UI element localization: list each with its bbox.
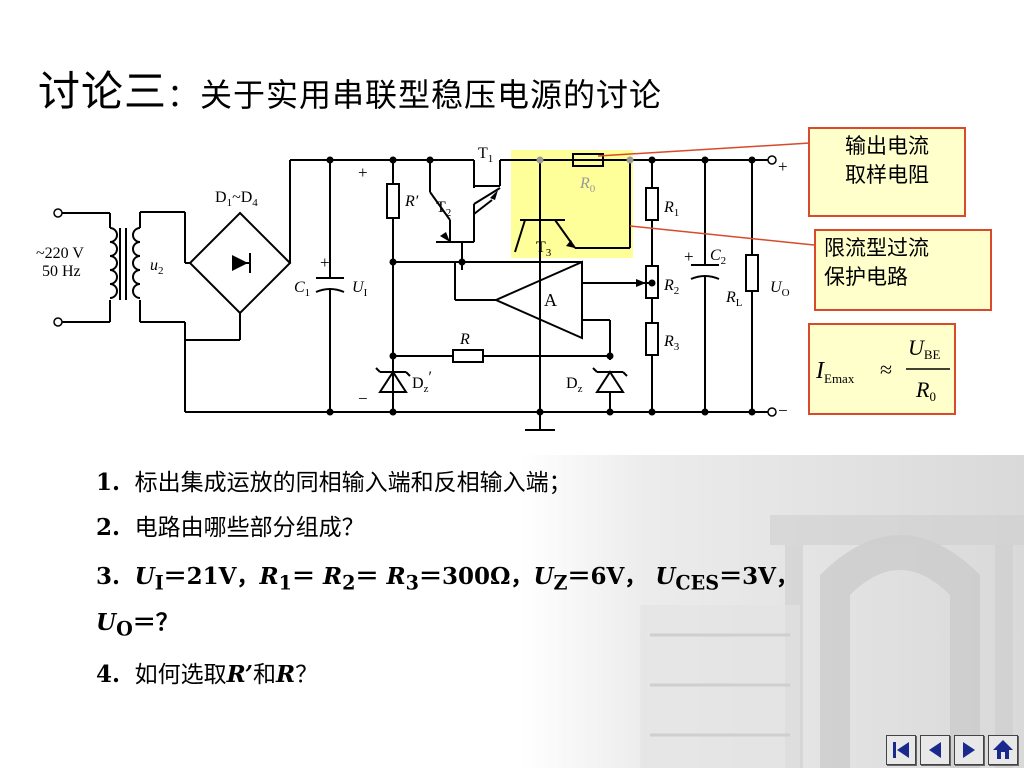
question-1: 1. 标出集成运放的同相输入端和反相输入端； bbox=[96, 469, 572, 496]
svg-text:R3: R3 bbox=[663, 333, 680, 353]
regulator-circuit-diagram: ~220 V 50 Hz u2 D1~D4 + C1 UI + − R′ T1 … bbox=[36, 142, 815, 431]
background-arch-image bbox=[520, 455, 1024, 768]
svg-text:IEmax: IEmax bbox=[815, 358, 855, 386]
svg-text:UI: UI bbox=[352, 279, 368, 299]
svg-text:R: R bbox=[459, 331, 470, 348]
previous-slide-icon bbox=[929, 742, 941, 758]
svg-text:+: + bbox=[684, 247, 694, 266]
current-sampling-callout: 输出电流 取样电阻 bbox=[808, 127, 966, 217]
question-2: 2. 电路由哪些部分组成？ bbox=[96, 514, 365, 541]
svg-text:R′: R′ bbox=[404, 193, 419, 210]
svg-text:Dz: Dz bbox=[566, 375, 583, 395]
svg-text:T1: T1 bbox=[478, 145, 493, 165]
svg-text:−: − bbox=[358, 389, 368, 408]
svg-text:R1: R1 bbox=[663, 199, 679, 219]
home-button[interactable] bbox=[988, 735, 1018, 765]
svg-text:T2: T2 bbox=[436, 199, 451, 219]
svg-text:+: + bbox=[358, 163, 368, 182]
svg-text:A: A bbox=[544, 290, 557, 310]
svg-text:+: + bbox=[320, 253, 330, 272]
svg-text:50 Hz: 50 Hz bbox=[42, 263, 81, 280]
max-current-formula: IEmax ≈ UBE R0 bbox=[808, 323, 956, 415]
svg-text:Dz′: Dz′ bbox=[412, 369, 432, 395]
question-4: 4. 如何选取R’和R？ bbox=[96, 661, 319, 688]
first-slide-icon bbox=[893, 742, 909, 758]
svg-text:C1: C1 bbox=[294, 279, 310, 299]
home-icon bbox=[993, 740, 1013, 759]
svg-text:+: + bbox=[778, 157, 788, 176]
svg-text:u2: u2 bbox=[150, 257, 164, 277]
svg-text:UO: UO bbox=[770, 279, 790, 299]
svg-text:~220 V: ~220 V bbox=[36, 245, 84, 262]
next-slide-button[interactable] bbox=[954, 735, 984, 765]
svg-text:≈: ≈ bbox=[880, 357, 892, 382]
slide-title: 讨论三：关于实用串联型稳压电源的讨论 bbox=[38, 67, 663, 116]
svg-text:RL: RL bbox=[725, 289, 743, 309]
protection-highlight bbox=[511, 150, 633, 258]
first-slide-button[interactable] bbox=[886, 735, 916, 765]
svg-text:R0: R0 bbox=[915, 377, 936, 404]
svg-text:−: − bbox=[778, 401, 788, 420]
svg-text:R2: R2 bbox=[663, 277, 679, 297]
previous-slide-button[interactable] bbox=[920, 735, 950, 765]
next-slide-icon bbox=[963, 742, 975, 758]
svg-text:R0: R0 bbox=[579, 175, 596, 195]
overcurrent-protection-callout: 限流型过流 保护电路 bbox=[814, 229, 992, 311]
svg-text:T3: T3 bbox=[536, 239, 552, 259]
svg-text:C2: C2 bbox=[710, 247, 726, 267]
svg-text:UBE: UBE bbox=[908, 335, 941, 362]
question-3-continued: UO＝？ bbox=[96, 609, 179, 641]
svg-text:D1~D4: D1~D4 bbox=[215, 189, 258, 209]
question-3: 3. UI＝21V，R1＝ R2＝ R3＝300Ω，UZ＝6V， UCES＝3V… bbox=[96, 563, 799, 595]
